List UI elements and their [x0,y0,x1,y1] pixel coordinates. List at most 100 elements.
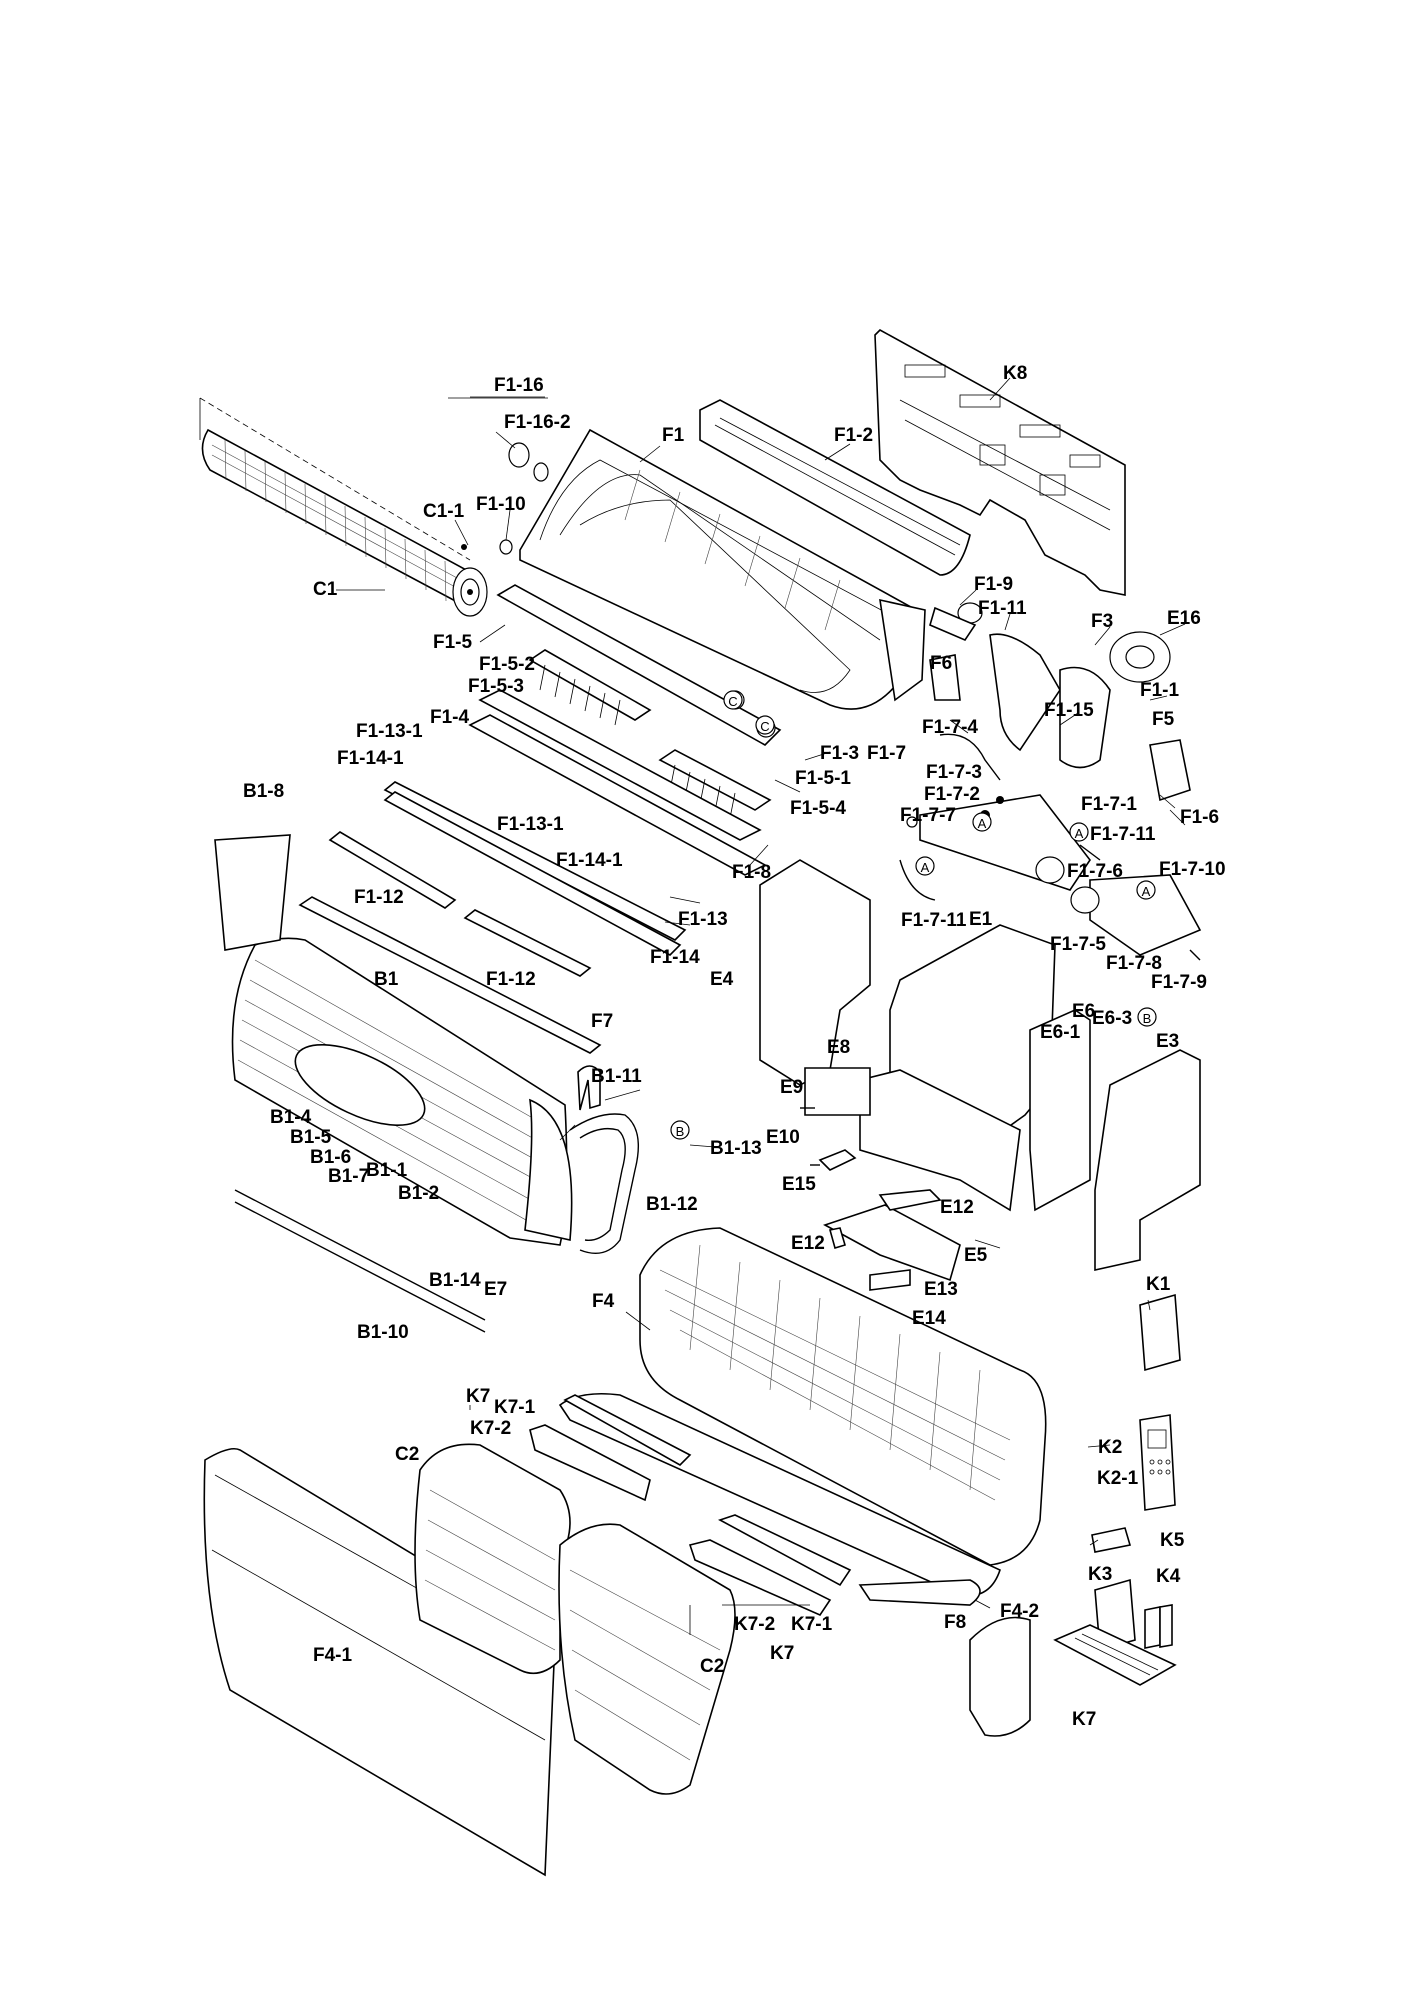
accessories [969,1293,1181,1737]
label-f8: F8 [944,1612,966,1633]
label-f1-14-1-mid: F1-14-1 [556,850,623,871]
evaporator-b1 [214,834,573,1246]
label-f1-7-8: F1-7-8 [1106,953,1162,974]
label-f1-7: F1-7 [867,743,906,764]
label-c1: C1 [313,579,338,600]
marker-a1: A [978,816,987,831]
label-e13: E13 [924,1279,958,1300]
label-f1-7-4: F1-7-4 [922,717,978,738]
label-f1-7-7: F1-7-7 [900,805,956,826]
label-e7: E7 [484,1279,507,1300]
cover-lines-b1-10 [234,1189,486,1333]
label-b1-12: B1-12 [646,1194,698,1215]
label-f1: F1 [662,425,685,446]
control-box [759,859,1201,1291]
label-f1-7-3: F1-7-3 [926,762,982,783]
label-b1-13: B1-13 [710,1138,762,1159]
label-b1-7: B1-7 [328,1166,369,1187]
label-b1-8: B1-8 [243,781,284,802]
label-k7-2-top: K7-2 [470,1418,511,1439]
marker-b1: B [1143,1011,1152,1026]
louvers-f1-5 [468,584,782,876]
label-e4: E4 [710,969,734,990]
label-b1: B1 [374,969,399,990]
label-k4: K4 [1156,1566,1181,1587]
label-e1: E1 [969,909,993,930]
label-f1-16-2: F1-16-2 [504,412,571,433]
chassis-f1 [519,428,926,710]
label-f1-10: F1-10 [476,494,526,515]
label-e8: E8 [827,1037,850,1058]
marker-a4: A [1142,884,1151,899]
label-b1-11: B1-11 [591,1066,642,1087]
label-f1-2: F1-2 [834,425,873,446]
label-f1-7-11-bottom: F1-7-11 [901,910,967,931]
label-f6: F6 [930,653,952,674]
label-f1-5-3: F1-5-3 [468,676,524,697]
label-e6-1: E6-1 [1040,1022,1081,1043]
label-b1-6: B1-6 [310,1147,351,1168]
label-f1-4: F1-4 [430,707,470,728]
label-k7-2-bottom: K7-2 [734,1614,775,1635]
label-f1-5-1: F1-5-1 [795,768,851,789]
marker-a3: A [921,860,930,875]
label-f1-1: F1-1 [1140,680,1180,701]
label-e3: E3 [1156,1031,1179,1052]
filter-rails [298,781,687,1054]
label-f1-7-6: F1-7-6 [1067,861,1123,882]
label-f1-14: F1-14 [650,947,700,968]
marker-a2: A [1075,826,1084,841]
label-f1-15: F1-15 [1044,700,1094,721]
label-f1-14-1-top: F1-14-1 [337,748,404,769]
label-c2-bottom: C2 [700,1656,724,1677]
label-e9: E9 [780,1077,803,1098]
label-f4: F4 [592,1291,615,1312]
crossflow-fan-c1 [199,397,488,617]
label-b1-5: B1-5 [290,1127,332,1148]
leader-lines [336,377,1186,1635]
label-e12-right: E12 [940,1197,974,1218]
label-f1-13: F1-13 [678,909,728,930]
label-f1-7-5: F1-7-5 [1050,934,1106,955]
label-b1-2: B1-2 [398,1183,439,1204]
label-k5: K5 [1160,1530,1185,1551]
bearing-f1-16 [461,396,549,555]
label-f1-5-2: F1-5-2 [479,654,535,675]
label-e5: E5 [964,1245,988,1266]
label-f1-16: F1-16 [494,375,544,396]
label-f1-5: F1-5 [433,632,473,653]
label-b1-1: B1-1 [366,1160,408,1181]
label-b1-10: B1-10 [357,1322,409,1343]
label-e10: E10 [766,1127,800,1148]
label-k2: K2 [1098,1437,1122,1458]
label-f4-1: F4-1 [313,1645,353,1666]
part-labels: F1-16 F1-16-2 F1 F1-2 K8 C1-1 F1-10 C1 F… [243,363,1226,1730]
label-c2-top: C2 [395,1444,419,1465]
label-f1-13-1-mid: F1-13-1 [497,814,564,835]
label-k7-1-bottom: K7-1 [791,1614,833,1635]
label-e6-3: E6-3 [1092,1008,1132,1029]
marker-c1: C [728,694,737,709]
label-f1-6: F1-6 [1180,807,1219,828]
label-f1-9: F1-9 [974,574,1013,595]
label-f1-7-11-top: F1-7-11 [1090,824,1156,845]
label-k7-bottom: K7 [770,1643,794,1664]
label-e16: E16 [1167,608,1201,629]
label-c1-1: C1-1 [423,501,465,522]
label-f1-8: F1-8 [732,862,771,883]
label-f7: F7 [591,1011,613,1032]
drain-hose-b1-12 [569,1065,639,1254]
marker-b2: B [676,1124,685,1139]
air-filters-c2 [414,1394,852,1795]
label-k7-accessory: K7 [1072,1709,1096,1730]
circled-markers: C C A A A A B B [670,690,1157,1140]
label-k3: K3 [1088,1564,1112,1585]
label-f1-12-left: F1-12 [354,887,404,908]
panel-f1-2 [699,399,971,576]
label-k1: K1 [1146,1274,1171,1295]
label-k8: K8 [1003,363,1027,384]
label-f1-7-1: F1-7-1 [1081,794,1137,815]
label-f1-7-9: F1-7-9 [1151,972,1207,993]
